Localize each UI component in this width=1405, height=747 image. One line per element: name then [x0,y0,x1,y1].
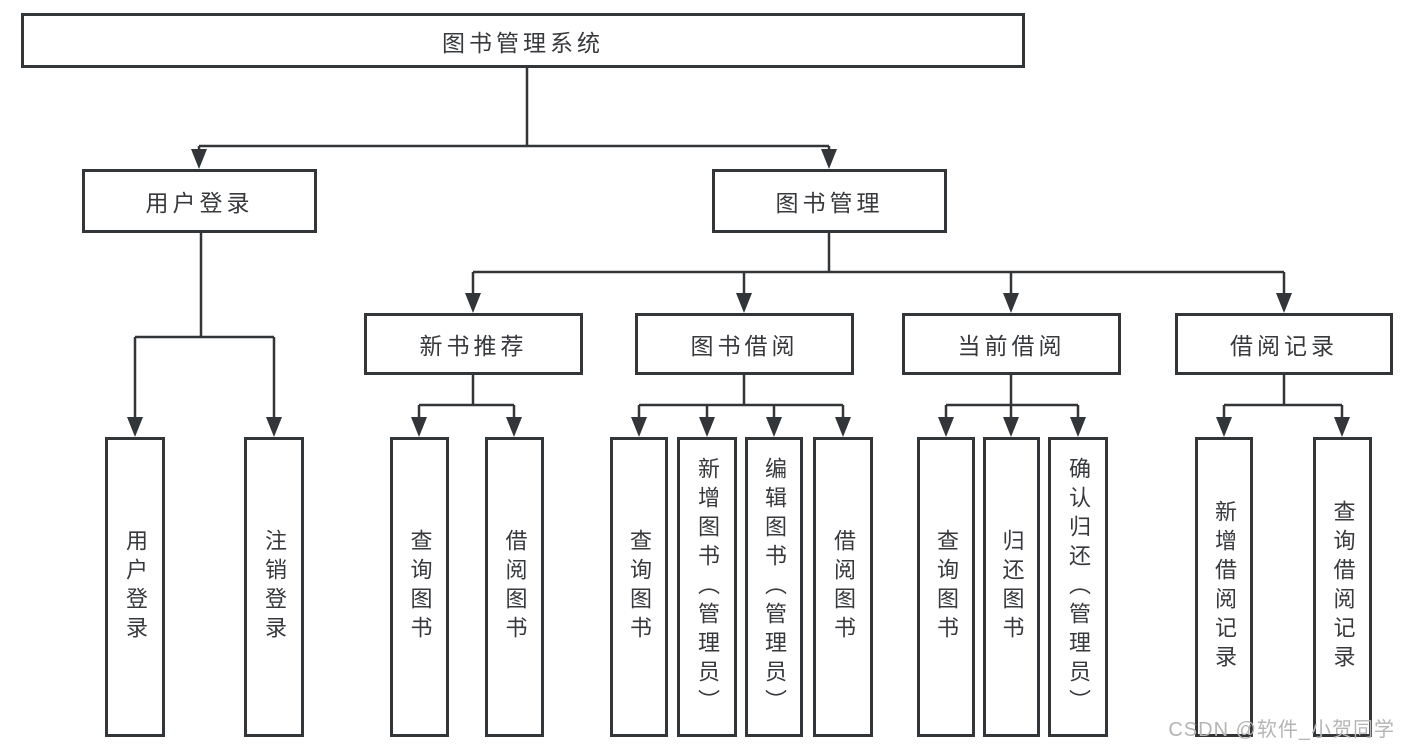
leaf-return-books: 归还图书 [983,437,1040,737]
leaf-query-books-borrow: 查询图书 [610,437,668,737]
node-label: 图书管理系统 [442,29,604,56]
node-new-book-recommend: 新书推荐 [364,313,583,375]
leaf-borrow-books: 借阅图书 [813,437,873,737]
leaf-logout: 注销登录 [244,437,304,737]
leaf-add-books-admin: 新增图书（管理员） [677,437,737,737]
node-label: 借阅记录 [1230,333,1338,359]
leaf-query-books-current: 查询图书 [917,437,975,737]
node-borrow-records: 借阅记录 [1175,313,1393,375]
node-label: 用户登录 [145,190,254,216]
node-label: 查询借阅记录 [1330,500,1356,674]
node-user-login: 用户登录 [82,169,317,233]
leaf-query-books-recommend: 查询图书 [390,437,449,737]
watermark: CSDN @软件_小贺同学 [1168,719,1395,741]
node-label: 注销登录 [262,529,287,645]
node-label: 图书管理 [775,190,884,216]
node-book-management: 图书管理 [712,169,947,233]
node-label: 当前借阅 [957,333,1066,359]
node-label: 确认归还（管理员） [1066,456,1091,718]
node-label: 查询图书 [627,529,652,645]
node-label: 编辑图书（管理员） [762,456,787,718]
node-label: 查询图书 [407,529,433,645]
leaf-confirm-return-admin: 确认归还（管理员） [1048,437,1108,737]
node-label: 新增借阅记录 [1212,500,1237,674]
node-label: 图书借阅 [690,333,799,359]
leaf-borrow-books-recommend: 借阅图书 [485,437,544,737]
leaf-user-login: 用户登录 [105,437,165,737]
node-label: 新书推荐 [419,333,528,359]
leaf-edit-books-admin: 编辑图书（管理员） [745,437,803,737]
leaf-query-borrow-record: 查询借阅记录 [1313,437,1372,737]
node-current-borrow: 当前借阅 [902,313,1121,375]
arrowheads [127,149,1350,437]
node-label: 归还图书 [999,529,1025,645]
node-label: 查询图书 [934,529,959,645]
node-label: 新增图书（管理员） [695,456,720,718]
leaf-add-borrow-record: 新增借阅记录 [1195,437,1253,737]
node-book-borrow: 图书借阅 [635,313,854,375]
node-library-management-system: 图书管理系统 [21,13,1025,68]
node-label: 借阅图书 [502,529,528,645]
node-label: 用户登录 [123,529,148,645]
node-label: 借阅图书 [831,529,856,645]
